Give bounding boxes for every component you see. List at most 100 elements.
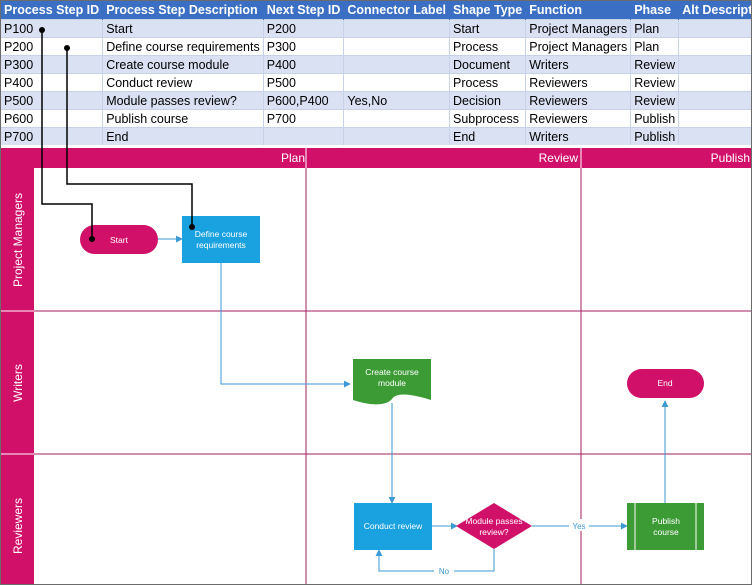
table-cell[interactable]: Review [630, 73, 680, 92]
table-cell[interactable]: Start [449, 19, 527, 38]
lane-label-band [1, 148, 34, 584]
table-cell[interactable]: Yes,No [343, 91, 450, 110]
table-cell[interactable]: Project Managers [525, 37, 632, 56]
lane-label-writers: Writers [11, 364, 25, 402]
table-cell[interactable]: Project Managers [525, 19, 632, 38]
callout-dot-define [189, 224, 195, 230]
shape-end[interactable]: End [627, 369, 704, 398]
table-cell[interactable]: Process [449, 73, 527, 92]
end-terminator[interactable] [627, 369, 704, 398]
table-cell[interactable] [343, 109, 450, 128]
table-cell[interactable] [343, 37, 450, 56]
shape-label-line-2: module [378, 378, 406, 388]
table-cell[interactable]: Create course module [102, 55, 264, 74]
header-connector-label[interactable]: Connector Label [343, 1, 450, 20]
table-cell[interactable] [678, 127, 751, 145]
phase-label-review: Review [539, 151, 579, 165]
shape-publish-course[interactable]: Publish course [627, 503, 704, 550]
table-row: P300 Create course module P400 Document … [1, 55, 751, 74]
shape-label: Conduct review [364, 521, 423, 531]
table-cell[interactable]: Writers [525, 55, 632, 74]
table-cell[interactable]: Publish [630, 109, 680, 128]
shape-create-course-module[interactable]: Create course module [353, 359, 431, 405]
table-row: P100 Start P200 Start Project Managers P… [1, 19, 751, 38]
header-phase[interactable]: Phase [630, 1, 680, 20]
table-cell[interactable]: P400 [263, 55, 345, 74]
table-cell[interactable]: Review [630, 55, 680, 74]
table-cell[interactable] [678, 91, 751, 110]
table-cell[interactable]: Plan [630, 19, 680, 38]
table-cell[interactable]: P600 [1, 109, 104, 128]
table-cell[interactable]: P100 [1, 19, 104, 38]
shape-module-passes-review[interactable]: Module passes review? [456, 503, 532, 549]
header-alt-description[interactable]: Alt Description [678, 1, 751, 20]
decision-diamond[interactable] [456, 503, 532, 549]
table-cell[interactable]: Review [630, 91, 680, 110]
start-terminator[interactable] [80, 225, 158, 254]
table-cell[interactable]: P500 [263, 73, 345, 92]
table-cell[interactable]: P300 [1, 55, 104, 74]
shape-label-line-1: Module passes [465, 516, 522, 526]
table-cell[interactable]: Plan [630, 37, 680, 56]
table-cell[interactable]: Conduct review [102, 73, 264, 92]
connector-define-to-create[interactable] [220, 263, 351, 388]
table-cell[interactable]: End [449, 127, 527, 145]
shape-define-course-requirements[interactable]: Define course requirements [182, 216, 260, 263]
table-cell[interactable]: P700 [263, 109, 345, 128]
subprocess-box[interactable] [627, 503, 704, 550]
table-cell[interactable]: P500 [1, 91, 104, 110]
table-cell[interactable]: Reviewers [525, 91, 632, 110]
swimlane-grid [34, 168, 751, 584]
table-cell[interactable]: End [102, 127, 264, 145]
table-cell[interactable]: P200 [1, 37, 104, 56]
table-cell[interactable]: Publish course [102, 109, 264, 128]
document-shape[interactable] [353, 359, 431, 405]
table-cell[interactable]: Module passes review? [102, 91, 264, 110]
table-cell[interactable] [343, 127, 450, 145]
table-cell[interactable]: Reviewers [525, 109, 632, 128]
table-cell[interactable]: P600,P400 [263, 91, 345, 110]
table-cell[interactable]: Publish [630, 127, 680, 145]
table-row: P200 Define course requirements P300 Pro… [1, 37, 751, 56]
phase-label-plan: Plan [281, 151, 305, 165]
table-cell[interactable]: Define course requirements [102, 37, 264, 56]
table-cell[interactable] [678, 109, 751, 128]
shape-label: Start [110, 235, 129, 245]
table-cell[interactable] [263, 127, 345, 145]
table-cell[interactable]: P200 [263, 19, 345, 38]
process-box[interactable] [354, 503, 432, 550]
process-box[interactable] [182, 216, 260, 263]
table-cell[interactable]: Reviewers [525, 73, 632, 92]
table-cell[interactable]: P700 [1, 127, 104, 145]
table-cell[interactable] [678, 37, 751, 56]
table-cell[interactable]: Decision [449, 91, 527, 110]
table-cell[interactable]: P300 [263, 37, 345, 56]
table-cell[interactable] [678, 55, 751, 74]
connector-label-no: No [439, 567, 450, 576]
table-cell[interactable]: Subprocess [449, 109, 527, 128]
table-cell[interactable] [343, 55, 450, 74]
table-row: P600 Publish course P700 Subprocess Revi… [1, 109, 751, 128]
table-cell[interactable]: Process [449, 37, 527, 56]
header-process-step-id[interactable]: Process Step ID [1, 1, 104, 20]
cross-functional-flowchart: Plan Review Publish Project Managers Wri… [1, 148, 751, 584]
table-cell[interactable]: Document [449, 55, 527, 74]
header-function[interactable]: Function [525, 1, 632, 20]
shape-start[interactable]: Start [80, 225, 158, 254]
table-cell[interactable] [678, 19, 751, 38]
header-process-step-description[interactable]: Process Step Description [102, 1, 264, 20]
table-cell[interactable] [343, 73, 450, 92]
shape-conduct-review[interactable]: Conduct review [354, 503, 432, 550]
table-cell[interactable]: Writers [525, 127, 632, 145]
shape-label-line-2: requirements [196, 240, 246, 250]
header-next-step-id[interactable]: Next Step ID [263, 1, 345, 20]
table-cell[interactable] [343, 19, 450, 38]
header-shape-type[interactable]: Shape Type [449, 1, 527, 20]
shape-label-line-1: Publish [652, 516, 680, 526]
lane-label-reviewers: Reviewers [11, 498, 25, 554]
table-cell[interactable]: Start [102, 19, 264, 38]
callout-line-p200 [66, 148, 193, 227]
table-cell[interactable] [678, 73, 751, 92]
table-cell[interactable]: P400 [1, 73, 104, 92]
